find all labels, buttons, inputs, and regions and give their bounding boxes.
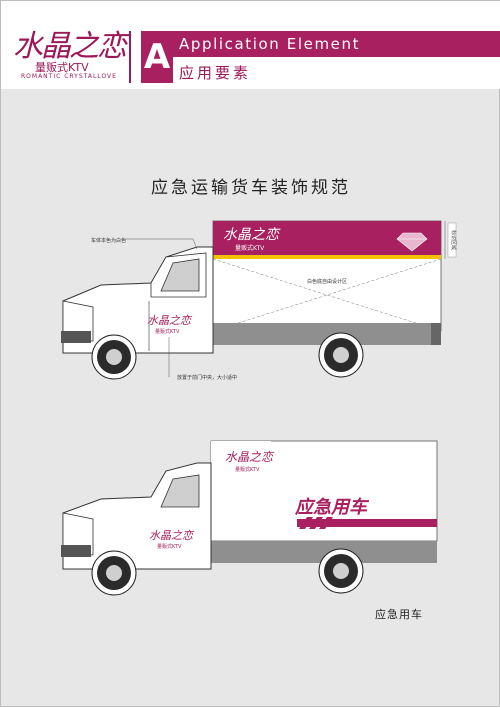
truck2-box-logo-sub: 量贩式KTV xyxy=(235,466,260,473)
truck2-caption: 应急用车 xyxy=(375,608,423,621)
truck1-band-logo-sub: 量贩式KTV xyxy=(235,244,265,252)
truck1-yellow-stripe xyxy=(213,255,441,259)
section-letter-box xyxy=(141,31,173,83)
truck-2: 应急用车 水晶之恋 量贩式KTV 水晶之恋 量贩式KTV xyxy=(61,440,438,596)
page-header: 水晶之恋 量贩式KTV ROMANTIC CRYSTALLOVE A Appli… xyxy=(1,1,500,89)
truck1-chassis xyxy=(201,323,441,345)
truck2-door-logo-sub: 量贩式KTV xyxy=(157,543,182,550)
logo-english: ROMANTIC CRYSTALLOVE xyxy=(21,73,117,80)
section-letter: A xyxy=(143,37,171,77)
header-band xyxy=(173,31,500,57)
header-title-en: Application Element xyxy=(179,35,361,53)
brand-logo: 水晶之恋 量贩式KTV ROMANTIC CRYSTALLOVE xyxy=(5,21,133,85)
logo-name: 水晶之恋 xyxy=(13,29,127,64)
truck2-box-logo: 水晶之恋 xyxy=(225,450,275,464)
truck1-door-logo-sub: 量贩式KTV xyxy=(155,328,180,335)
truck2-window xyxy=(160,474,200,508)
truck1-band-logo: 水晶之恋 xyxy=(223,227,281,243)
header-divider xyxy=(129,31,131,83)
truck2-stripe-main xyxy=(297,519,437,527)
logo-subtitle: 量贩式KTV xyxy=(35,61,89,74)
truck2-side-text: 应急用车 xyxy=(294,497,370,518)
diamond-icon xyxy=(396,232,428,252)
page-title: 应急运输货车装饰规范 xyxy=(151,178,351,198)
truck1-door-annotation: 放置于前门中央，大小适中 xyxy=(177,374,237,381)
truck1-door-logo: 水晶之恋 xyxy=(147,314,193,327)
truck2-door-logo: 水晶之恋 xyxy=(149,529,195,542)
truck1-body-annotation: 车体本色为白色 xyxy=(91,237,126,244)
header-title-cn: 应用要素 xyxy=(179,64,252,82)
truck1-band-annotation: 标识区域 xyxy=(450,230,457,250)
truck-1: 水晶之恋 量贩式KTV 标识区域 白色底自由设计区 水晶之恋 量贩式KTV xyxy=(61,220,457,381)
truck1-window xyxy=(160,258,200,292)
truck1-area-annotation: 白色底自由设计区 xyxy=(307,278,347,285)
